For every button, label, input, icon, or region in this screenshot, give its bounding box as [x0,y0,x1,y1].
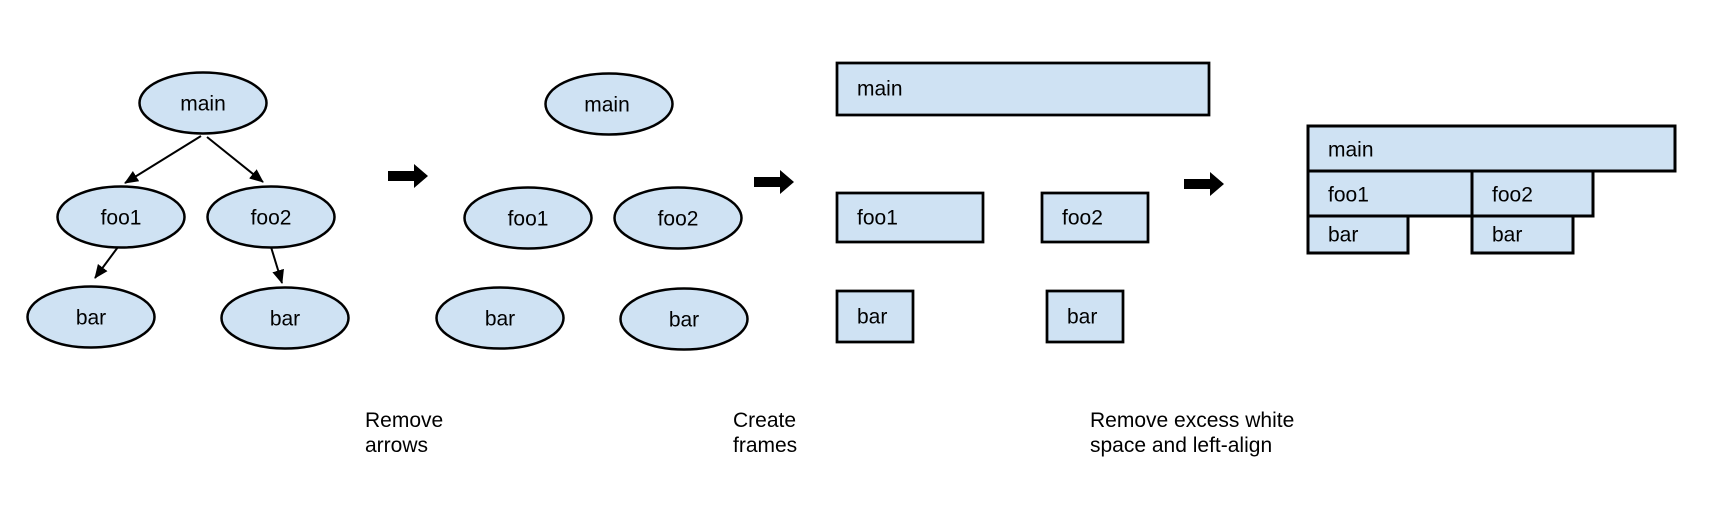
frame-main-label: main [857,78,903,101]
tree-node-bar-left-ellipse [26,285,156,349]
tree-node-bar-right-ellipse [220,286,350,350]
edge-main-to-foo1-arrow [124,135,202,184]
flame-main-label: main [1328,139,1374,162]
step2-caption-line1: Create [733,409,796,432]
noarrow-node-bar-right-label: bar [669,309,699,332]
frame-bar-right-label: bar [1067,306,1097,329]
frame-bar-left-rect [835,289,915,344]
frame-foo2-rect [1040,191,1150,244]
frame-foo1: foo1 [835,191,985,244]
step3-caption-line2: space and left-align [1090,434,1272,457]
noarrow-node-foo2-ellipse [613,186,743,250]
tree-node-foo1-ellipse [56,185,186,249]
noarrow-node-bar-right: bar [619,287,749,351]
tree-node-foo2-ellipse [206,185,336,249]
flame-foo2: foo2 [1470,169,1595,218]
step1-arrow-icon [388,164,428,188]
frame-foo2: foo2 [1040,191,1150,244]
panel-flame: main foo1 foo2 bar bar [1306,124,1677,255]
step2-caption: Create frames [733,409,802,457]
flame-bar-right: bar [1470,214,1575,255]
frame-main-rect [835,61,1211,117]
tree-node-main-ellipse [138,71,268,135]
flame-bar-left-label: bar [1328,224,1358,247]
flame-foo2-rect [1470,169,1595,218]
edge-foo1-to-bar-arrow [94,246,119,279]
flame-foo1-label: foo1 [1328,184,1369,207]
frame-foo1-label: foo1 [857,207,898,230]
flame-bar-right-label: bar [1492,224,1522,247]
frame-main: main [835,61,1211,117]
frame-bar-right-rect [1045,289,1125,344]
noarrow-node-bar-left-label: bar [485,308,515,331]
tree-node-main: main [138,71,268,135]
step3-arrow-icon [1184,172,1224,196]
noarrow-node-main-label: main [584,94,630,117]
flame-main-rect [1306,124,1677,173]
noarrow-node-foo2: foo2 [613,186,743,250]
edge-main-to-foo2-arrow [206,136,264,183]
step1-caption-line1: Remove [365,409,443,432]
tree-node-foo1: foo1 [56,185,186,249]
step2-arrow-icon [754,170,794,194]
tree-node-foo2: foo2 [206,185,336,249]
frame-bar-left-label: bar [857,306,887,329]
flame-main: main [1306,124,1677,173]
flame-bar-left: bar [1306,214,1410,255]
noarrow-node-bar-right-ellipse [619,287,749,351]
step2-caption-line2: frames [733,434,797,457]
frame-bar-left: bar [835,289,915,344]
tree-node-main-label: main [180,93,226,116]
noarrow-node-bar-left-ellipse [435,286,565,350]
flame-bar-right-rect [1470,214,1575,255]
frame-bar-right: bar [1045,289,1125,344]
frame-foo1-rect [835,191,985,244]
noarrow-node-foo1-ellipse [463,186,593,250]
noarrow-node-bar-left: bar [435,286,565,350]
tree-node-bar-left: bar [26,285,156,349]
noarrow-node-main-ellipse [544,72,674,136]
step1-caption: Remove arrows [365,409,449,457]
tree-node-bar-left-label: bar [76,307,106,330]
tree-node-foo1-label: foo1 [101,207,142,230]
noarrow-node-main: main [544,72,674,136]
flame-bar-left-rect [1306,214,1410,255]
step1-caption-line2: arrows [365,434,428,457]
tree-node-bar-right-label: bar [270,308,300,331]
tree-node-bar-right: bar [220,286,350,350]
step3-caption: Remove excess white space and left-align [1090,409,1300,457]
frame-foo2-label: foo2 [1062,207,1103,230]
flame-foo2-label: foo2 [1492,184,1533,207]
noarrow-node-foo1-label: foo1 [508,208,549,231]
edge-foo2-to-bar-arrow [270,246,284,284]
flame-foo1: foo1 [1306,169,1474,218]
panel-tree: main foo1 foo2 bar bar [26,71,350,350]
panel-frames: main foo1 foo2 bar bar [835,61,1211,344]
tree-node-foo2-label: foo2 [251,207,292,230]
step3-caption-line1: Remove excess white [1090,409,1294,432]
noarrow-node-foo2-label: foo2 [658,208,699,231]
noarrow-node-foo1: foo1 [463,186,593,250]
panel-no-arrows: main foo1 foo2 bar bar [435,72,749,351]
